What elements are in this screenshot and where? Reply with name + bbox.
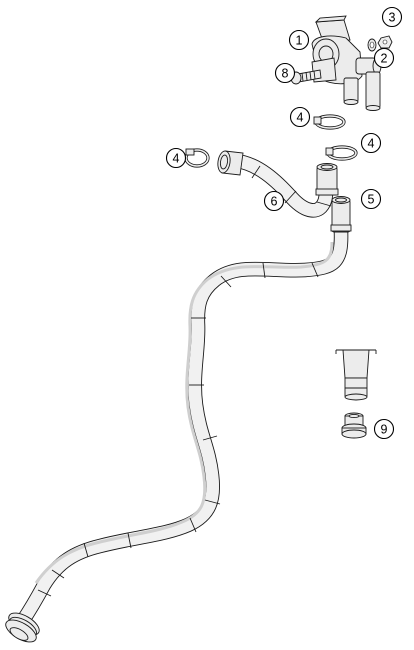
svg-text:6: 6 bbox=[271, 195, 278, 209]
tank-outlet bbox=[335, 349, 377, 401]
svg-text:4: 4 bbox=[297, 111, 304, 125]
callout-6: 6 bbox=[263, 190, 285, 212]
hose-end-flange bbox=[5, 612, 40, 643]
callout-2: 2 bbox=[373, 47, 395, 69]
callout-4-left: 4 bbox=[165, 147, 187, 169]
svg-text:4: 4 bbox=[173, 152, 180, 166]
callout-8: 8 bbox=[274, 62, 296, 84]
hose-fitting-5 bbox=[330, 196, 352, 233]
svg-text:4: 4 bbox=[368, 137, 375, 151]
fitting-9 bbox=[341, 412, 367, 439]
callout-4-right: 4 bbox=[360, 132, 382, 154]
callout-4-middle: 4 bbox=[289, 106, 311, 128]
svg-text:1: 1 bbox=[296, 34, 303, 48]
small-nut bbox=[377, 35, 393, 49]
callout-1: 1 bbox=[288, 29, 310, 51]
svg-text:2: 2 bbox=[381, 52, 388, 66]
long-fuel-hose bbox=[15, 231, 349, 627]
hose-clamp-left bbox=[184, 148, 210, 168]
callout-5: 5 bbox=[360, 188, 382, 210]
svg-text:5: 5 bbox=[368, 193, 375, 207]
hose-sleeve bbox=[217, 150, 244, 176]
svg-text:8: 8 bbox=[282, 67, 289, 81]
fuel-tap bbox=[311, 15, 382, 111]
svg-text:3: 3 bbox=[389, 11, 396, 25]
hose-clamp-right bbox=[325, 145, 358, 161]
svg-text:9: 9 bbox=[381, 423, 388, 437]
seal-ring bbox=[367, 38, 377, 52]
short-hose-6 bbox=[235, 153, 339, 218]
callout-3: 3 bbox=[381, 6, 403, 28]
callout-9: 9 bbox=[373, 418, 395, 440]
hose-clamp-middle bbox=[313, 114, 346, 130]
